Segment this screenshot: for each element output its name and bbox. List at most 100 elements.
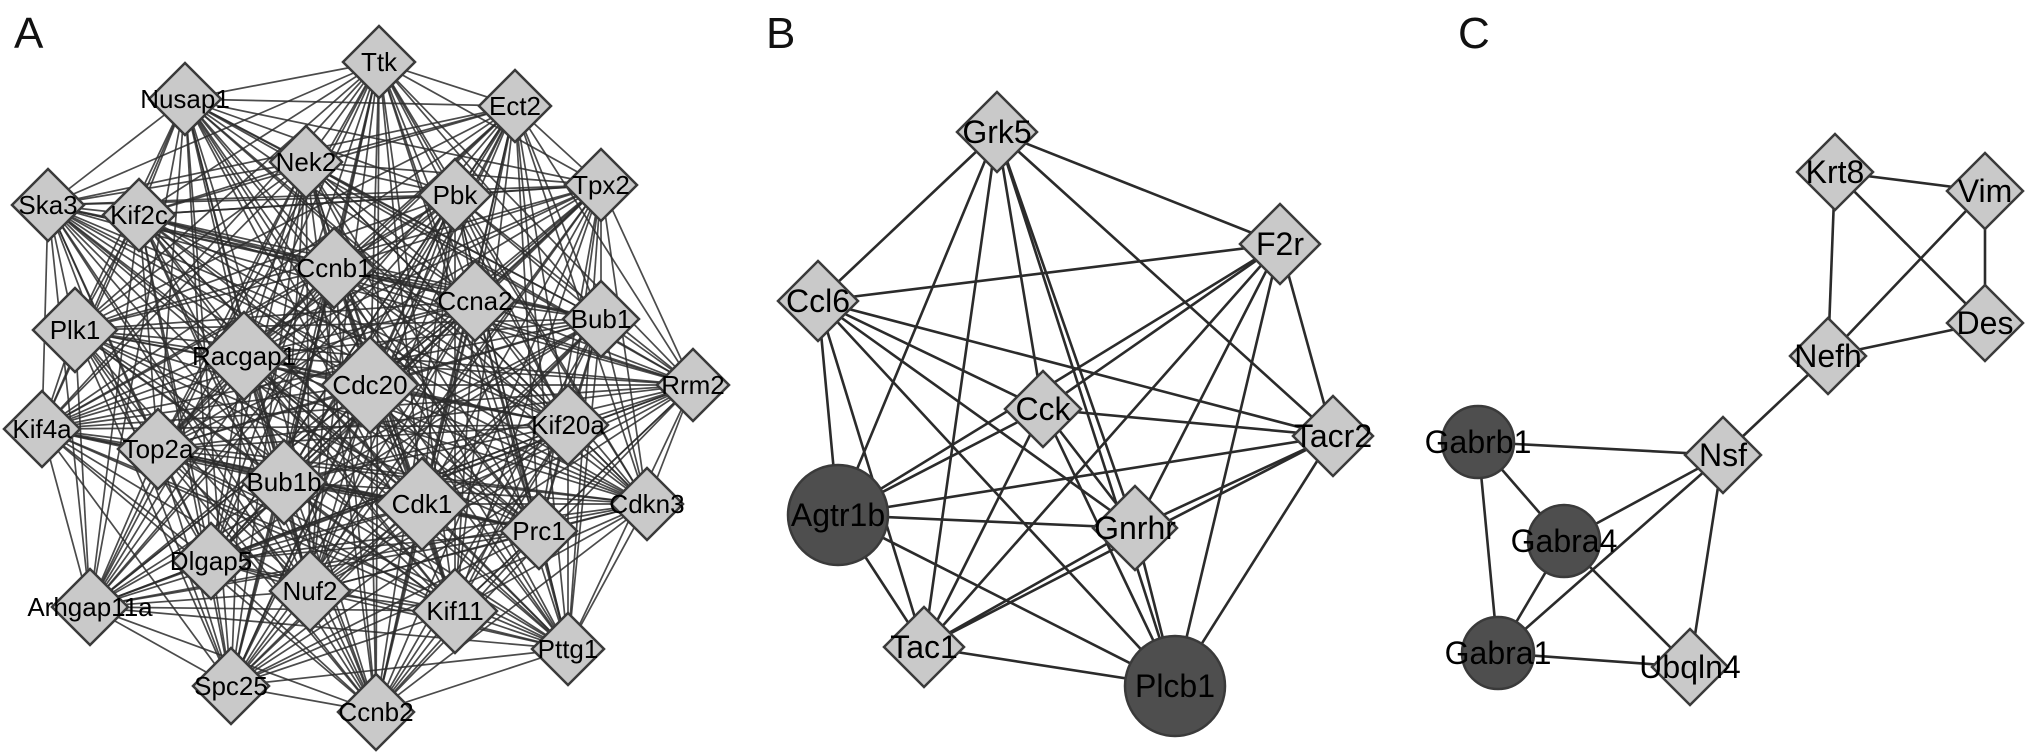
edge-Spc25-Pttg1 [230,648,569,687]
node-Pbk [417,157,493,233]
edge-Kif20a-Ccnb2 [375,424,569,713]
edge-Kif2c-Top2a [138,214,159,450]
panel-label-C: C [1458,9,1490,58]
edge-Cdc20-Spc25 [230,384,371,687]
edge-Pbk-Arhgap11a [89,194,456,608]
edge-Tpx2-Rrm2 [600,184,694,386]
node-Krt8 [1795,132,1875,212]
node-Nuf2 [268,549,352,633]
edge-Ttk-Nusap1 [184,61,380,100]
node-Racgap1 [198,310,290,402]
edge-Nusap1-Ect2 [184,98,516,107]
edge-Kif20a-Bub1b [283,424,569,483]
node-Kif4a [2,389,82,469]
edge-Ttk-Bub1 [378,61,602,320]
edge-Ccnb1-Rrm2 [333,267,694,386]
edge-Top2a-Kif20a [157,424,569,450]
panel-label-A: A [14,9,44,58]
edge-Cck-Tac1 [922,408,1045,648]
edge-Nek2-Arhgap11a [89,161,307,608]
node-Nsf [1683,415,1763,495]
edge-Top2a-Nuf2 [157,448,311,592]
edge-Cdc20-Arhgap11a [89,384,371,608]
node-Kif20a [526,383,610,467]
node-Ccl6 [776,259,860,343]
edge-Grk5-Plcb1 [995,131,1177,687]
node-Tac1 [882,605,966,689]
node-F2r [1238,202,1322,286]
edge-Ect2-Plk1 [74,105,516,331]
edge-Krt8-Des [1834,171,1986,324]
edge-Dlgap5-Prc1 [210,530,540,562]
panel-C-edges [1476,170,1987,669]
edge-Bub1b-Cdkn3 [283,481,648,505]
edge-Ccna2-Kif11 [454,300,476,612]
edge-Plk1-Spc25 [74,329,232,687]
node-Plcb1 [1123,634,1227,738]
edge-Ttk-Kif20a [378,61,569,426]
edge-Bub1-Nuf2 [309,318,602,592]
node-Ccnb2 [336,672,416,752]
node-Kif11 [411,567,499,655]
node-Cck [1003,369,1083,449]
node-Cdc20 [320,335,420,435]
edge-F2r-Tac1 [923,243,1281,648]
edge-Ect2-Kif11 [454,105,516,612]
edge-Ttk-Plk1 [74,61,380,331]
edge-Ect2-Rrm2 [514,105,694,386]
edge-Ccnb1-Kif4a [41,267,335,430]
node-Nefh [1788,316,1868,396]
edge-Grk5-Agtr1b [836,131,999,516]
edge-Tacr2-Agtr1b [837,434,1334,517]
edge-Top2a-Kif11 [157,448,456,612]
panel-C-nodes [1440,132,2025,707]
edge-Kif2c-Cdc20 [138,214,371,386]
edge-Racgap1-Cdk1 [243,355,423,505]
node-Grk5 [955,90,1039,174]
edge-Bub1-Pttg1 [567,318,602,650]
edge-F2r-Plcb1 [1173,243,1282,687]
node-Cdk1 [374,456,470,552]
node-Ttk [341,24,417,100]
edge-Ccna2-Rrm2 [474,300,694,386]
edge-Tpx2-Racgap1 [243,184,602,357]
node-Spc25 [191,646,271,726]
node-Ccnb1 [292,226,376,310]
edge-Kif2c-Arhgap11a [89,214,140,608]
edge-Nusap1-Arhgap11a [89,98,186,608]
edge-Top2a-Prc1 [157,448,540,532]
node-Top2a [116,407,200,491]
edge-Rrm2-Spc25 [230,384,694,687]
panel-label-B: B [766,9,795,58]
edge-Ect2-Kif4a [41,105,516,430]
edge-Kif2c-Kif11 [138,214,456,612]
edge-Nusap1-Ska3 [47,98,186,206]
edge-Ccl6-Plcb1 [817,300,1176,687]
panel-B-edges [816,130,1335,688]
node-Des [1945,283,2025,363]
edge-Dlgap5-Ccnb2 [210,560,377,713]
edge-Nek2-Bub1 [305,161,602,320]
edge-Vim-Nefh [1827,190,1986,357]
edge-Kif4a-Spc25 [41,428,232,687]
edge-Bub1-Kif11 [454,318,602,612]
edge-Tpx2-Ccnb1 [333,184,602,269]
node-Tpx2 [563,147,639,223]
edge-Tpx2-Cdkn3 [600,184,648,505]
edge-F2r-Gnrhr [1133,243,1282,529]
edge-Nek2-Ska3 [47,161,307,206]
edge-Rrm2-Bub1b [283,384,694,483]
node-Ccna2 [433,259,517,343]
edge-F2r-Agtr1b [837,242,1281,517]
edge-Rrm2-Top2a [157,384,694,450]
edge-F2r-Ccl6 [817,242,1281,303]
edge-Prc1-Nuf2 [309,530,540,592]
edge-Grk5-Gnrhr [995,131,1137,529]
edge-Racgap1-Spc25 [230,355,245,687]
edge-Tpx2-Top2a [157,184,602,450]
edge-Pbk-Plk1 [74,194,456,331]
edge-Kif4a-Kif20a [41,424,569,430]
